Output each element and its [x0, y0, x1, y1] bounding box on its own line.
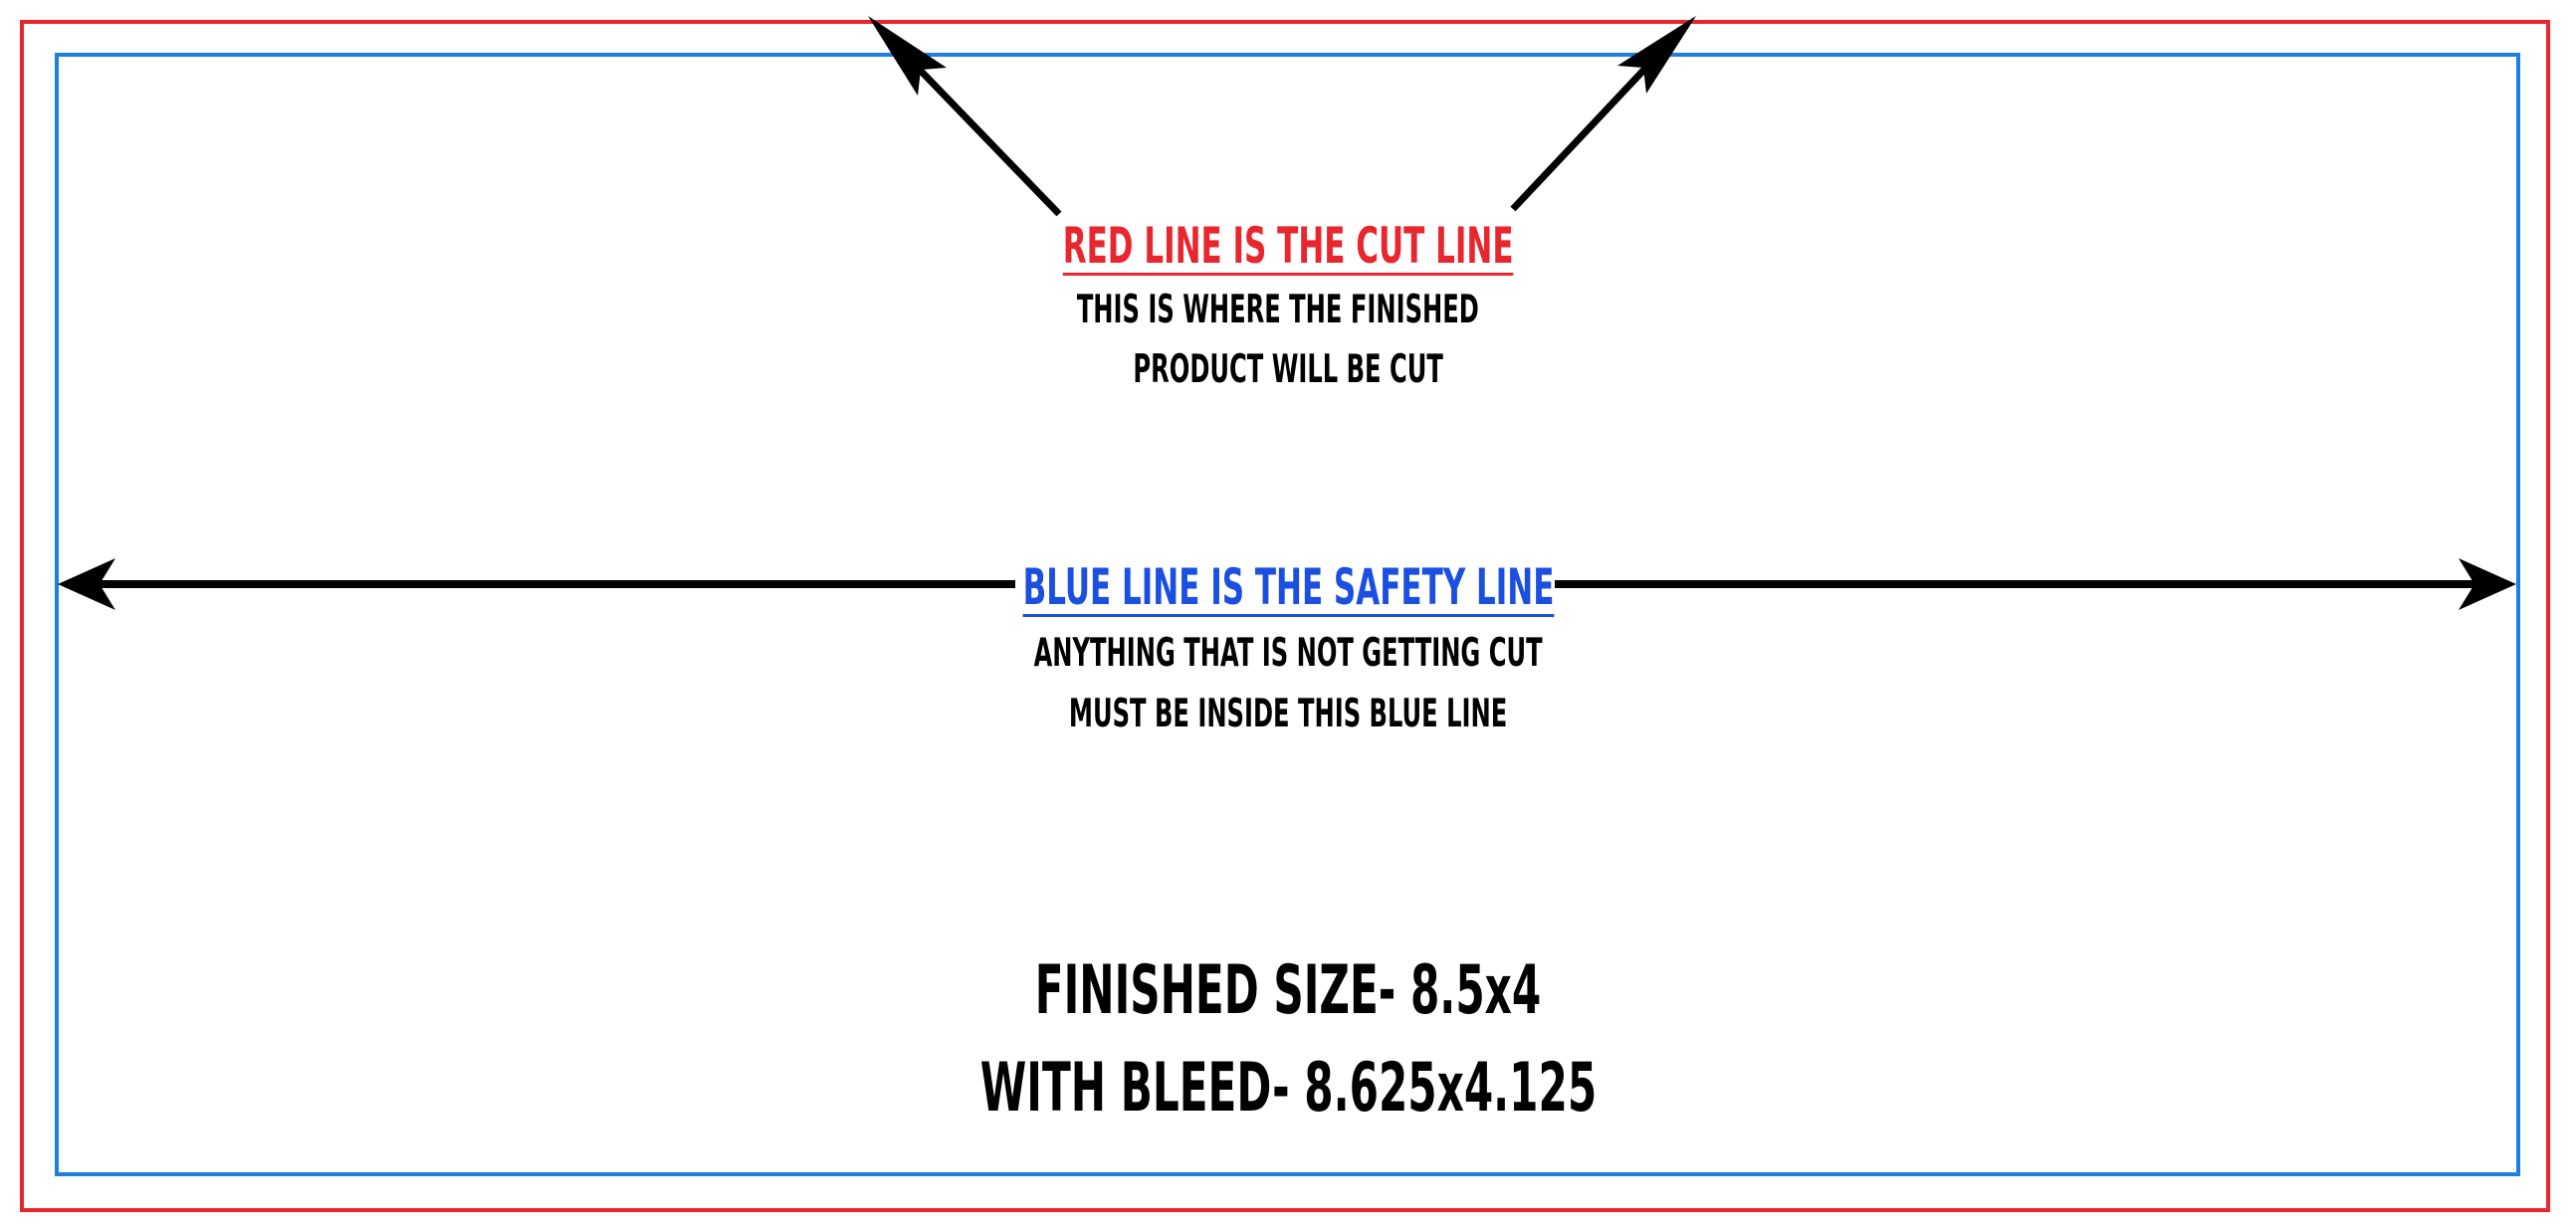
red-cut-line-border: [20, 20, 2550, 1212]
finished-size-label: FINISHED SIZE- 8.5x4: [0, 957, 2576, 1025]
safety-line-left-arrow-head: [58, 558, 115, 610]
with-bleed-size-text: WITH BLEED- 8.625x4.125: [979, 1049, 1597, 1128]
cut-line-left-arrow-head: [868, 16, 947, 96]
with-bleed-size-label: WITH BLEED- 8.625x4.125: [0, 1055, 2576, 1123]
safety-line-heading-text: BLUE LINE IS THE SAFETY LINE: [1022, 558, 1554, 617]
cut-line-description-2-text: PRODUCT WILL BE CUT: [1133, 347, 1443, 392]
safety-line-heading: BLUE LINE IS THE SAFETY LINE: [0, 562, 2576, 617]
blue-safety-line-border: [55, 53, 2520, 1176]
cut-line-description-2: PRODUCT WILL BE CUT: [0, 350, 2576, 389]
safety-line-description-1-text: ANYTHING THAT IS NOT GETTING CUT: [1033, 631, 1543, 676]
safety-line-right-arrow-head: [2459, 558, 2516, 610]
safety-line-description-2: MUST BE INSIDE THIS BLUE LINE: [0, 695, 2576, 733]
cut-line-right-arrow-head: [1617, 16, 1696, 94]
cut-line-description-1: THIS IS WHERE THE FINISHED: [0, 291, 2566, 329]
cut-line-heading-text: RED LINE IS THE CUT LINE: [1062, 217, 1514, 276]
finished-size-text: FINISHED SIZE- 8.5x4: [1034, 951, 1542, 1030]
cut-line-description-1-text: THIS IS WHERE THE FINISHED: [1076, 288, 1480, 332]
cut-line-heading: RED LINE IS THE CUT LINE: [0, 221, 2576, 276]
safety-line-description-1: ANYTHING THAT IS NOT GETTING CUT: [0, 634, 2576, 673]
safety-line-description-2-text: MUST BE INSIDE THIS BLUE LINE: [1068, 692, 1508, 736]
